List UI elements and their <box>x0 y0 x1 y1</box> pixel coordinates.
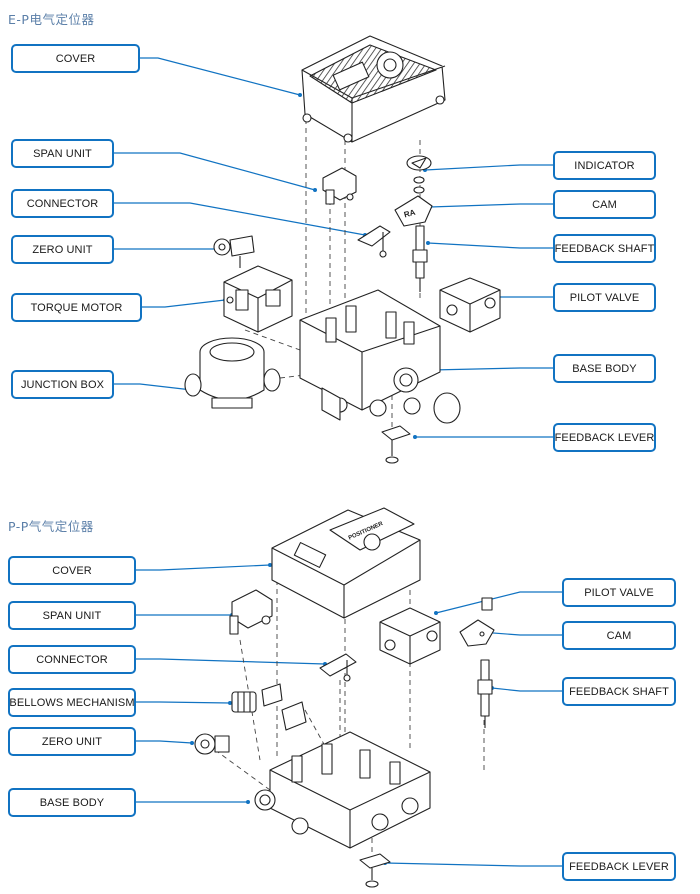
leader-lines-pp <box>136 564 562 867</box>
pp-feedback-shaft <box>477 659 493 728</box>
label-pp-pilot-valve: PILOT VALVE <box>562 578 676 607</box>
ep-zero-unit <box>213 235 255 268</box>
ep-positioner-heading: E-P电气定位器 <box>8 12 95 27</box>
label-pp-zero-unit: ZERO UNIT <box>8 727 136 756</box>
pp-parts: POSITIONER <box>194 507 495 888</box>
label-pp-feedback-shaft: FEEDBACK SHAFT <box>562 677 676 706</box>
pp-bellows-mechanism <box>231 683 307 731</box>
label-ep-span-unit: SPAN UNIT <box>11 139 114 168</box>
ep-junction-box <box>184 337 281 409</box>
pp-positioner-heading: P-P气气定位器 <box>8 519 94 534</box>
label-ep-connector: CONNECTOR <box>11 189 114 218</box>
ep-cam: RA <box>394 195 433 227</box>
label-ep-feedback-shaft: FEEDBACK SHAFT <box>553 234 656 263</box>
pp-base-body <box>254 731 431 849</box>
label-ep-junction-box: JUNCTION BOX <box>11 370 114 399</box>
ep-pilot-valve <box>439 277 501 333</box>
ep-cover <box>301 35 446 143</box>
label-pp-span-unit: SPAN UNIT <box>8 601 136 630</box>
label-pp-base-body: BASE BODY <box>8 788 136 817</box>
label-ep-indicator: INDICATOR <box>553 151 656 180</box>
pp-feedback-lever <box>359 853 391 888</box>
label-ep-zero-unit: ZERO UNIT <box>11 235 114 264</box>
ep-span-unit <box>322 167 357 205</box>
ep-parts: RA <box>184 35 501 464</box>
label-pp-bellows-mechanism: BELLOWS MECHANISM <box>8 688 136 717</box>
label-ep-pilot-valve: PILOT VALVE <box>553 283 656 312</box>
ep-indicator <box>406 155 432 194</box>
pp-connector <box>319 653 357 682</box>
label-pp-feedback-lever: FEEDBACK LEVER <box>562 852 676 881</box>
ep-cam-text: RA <box>403 208 417 220</box>
ep-torque-motor <box>223 265 293 333</box>
pp-span-unit <box>229 589 273 635</box>
ep-base-body <box>299 289 461 424</box>
leader-lines-ep <box>114 57 553 438</box>
pp-pilot-valve <box>379 597 493 665</box>
label-ep-torque-motor: TORQUE MOTOR <box>11 293 142 322</box>
label-pp-cover: COVER <box>8 556 136 585</box>
pp-zero-unit <box>194 733 230 755</box>
ep-feedback-shaft <box>412 225 428 292</box>
label-ep-base-body: BASE BODY <box>553 354 656 383</box>
pp-cover: POSITIONER <box>271 507 421 619</box>
pp-cam <box>459 619 495 647</box>
ep-connector <box>357 225 391 258</box>
label-pp-connector: CONNECTOR <box>8 645 136 674</box>
label-pp-cam: CAM <box>562 621 676 650</box>
label-ep-cover: COVER <box>11 44 140 73</box>
ep-feedback-lever <box>381 425 411 464</box>
label-ep-cam: CAM <box>553 190 656 219</box>
label-ep-feedback-lever: FEEDBACK LEVER <box>553 423 656 452</box>
